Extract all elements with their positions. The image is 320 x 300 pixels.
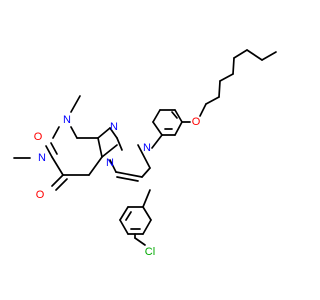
bond	[232, 57, 235, 75]
atom-label-oxygen: O	[34, 131, 43, 143]
bond	[115, 171, 143, 178]
bond	[119, 219, 129, 235]
bond	[261, 51, 277, 61]
molecule-canvas: O O N N N N N O Cl	[13, 49, 277, 258]
bond	[174, 121, 183, 136]
bond	[205, 96, 220, 105]
bond	[174, 109, 183, 123]
bond	[55, 178, 68, 191]
bond	[246, 49, 263, 61]
bond	[119, 206, 129, 221]
bond	[151, 134, 163, 149]
bond	[97, 127, 111, 139]
atom-label-nitrogen: N	[38, 152, 46, 164]
bond	[88, 156, 103, 176]
bond	[171, 111, 178, 119]
bond	[219, 73, 234, 82]
bond	[134, 237, 146, 246]
atom-label-oxygen: O	[192, 116, 201, 128]
bond	[70, 126, 78, 139]
bond	[142, 189, 151, 208]
atom-label-nitrogen: N	[110, 121, 118, 133]
bond	[142, 206, 152, 221]
bond	[152, 121, 163, 136]
bond	[52, 126, 60, 139]
bond	[142, 219, 152, 235]
bonds-group	[13, 49, 277, 246]
bond	[51, 156, 64, 176]
atom-labels-group: O O N N N N N O Cl	[34, 114, 201, 258]
bond	[141, 167, 151, 178]
bond	[233, 49, 248, 59]
bond	[45, 145, 53, 158]
bond	[137, 144, 151, 169]
bond	[109, 159, 117, 173]
bond	[97, 137, 103, 158]
bond	[152, 109, 161, 123]
atom-label-oxygen: O	[36, 189, 45, 201]
bond	[109, 127, 118, 139]
atom-label-nitrogen: N	[143, 142, 151, 154]
bond	[199, 103, 207, 117]
bond	[218, 80, 221, 98]
structure-diagram: O O N N N N N O Cl	[13, 49, 277, 258]
bond	[125, 211, 132, 221]
atom-label-nitrogen: N	[106, 157, 114, 169]
bond	[50, 142, 58, 155]
bond	[51, 174, 64, 187]
atom-label-chlorine: Cl	[145, 246, 155, 258]
atom-label-nitrogen: N	[63, 114, 71, 126]
bond	[70, 95, 81, 113]
bond	[116, 137, 123, 151]
bond	[101, 144, 118, 158]
bond	[116, 176, 139, 182]
